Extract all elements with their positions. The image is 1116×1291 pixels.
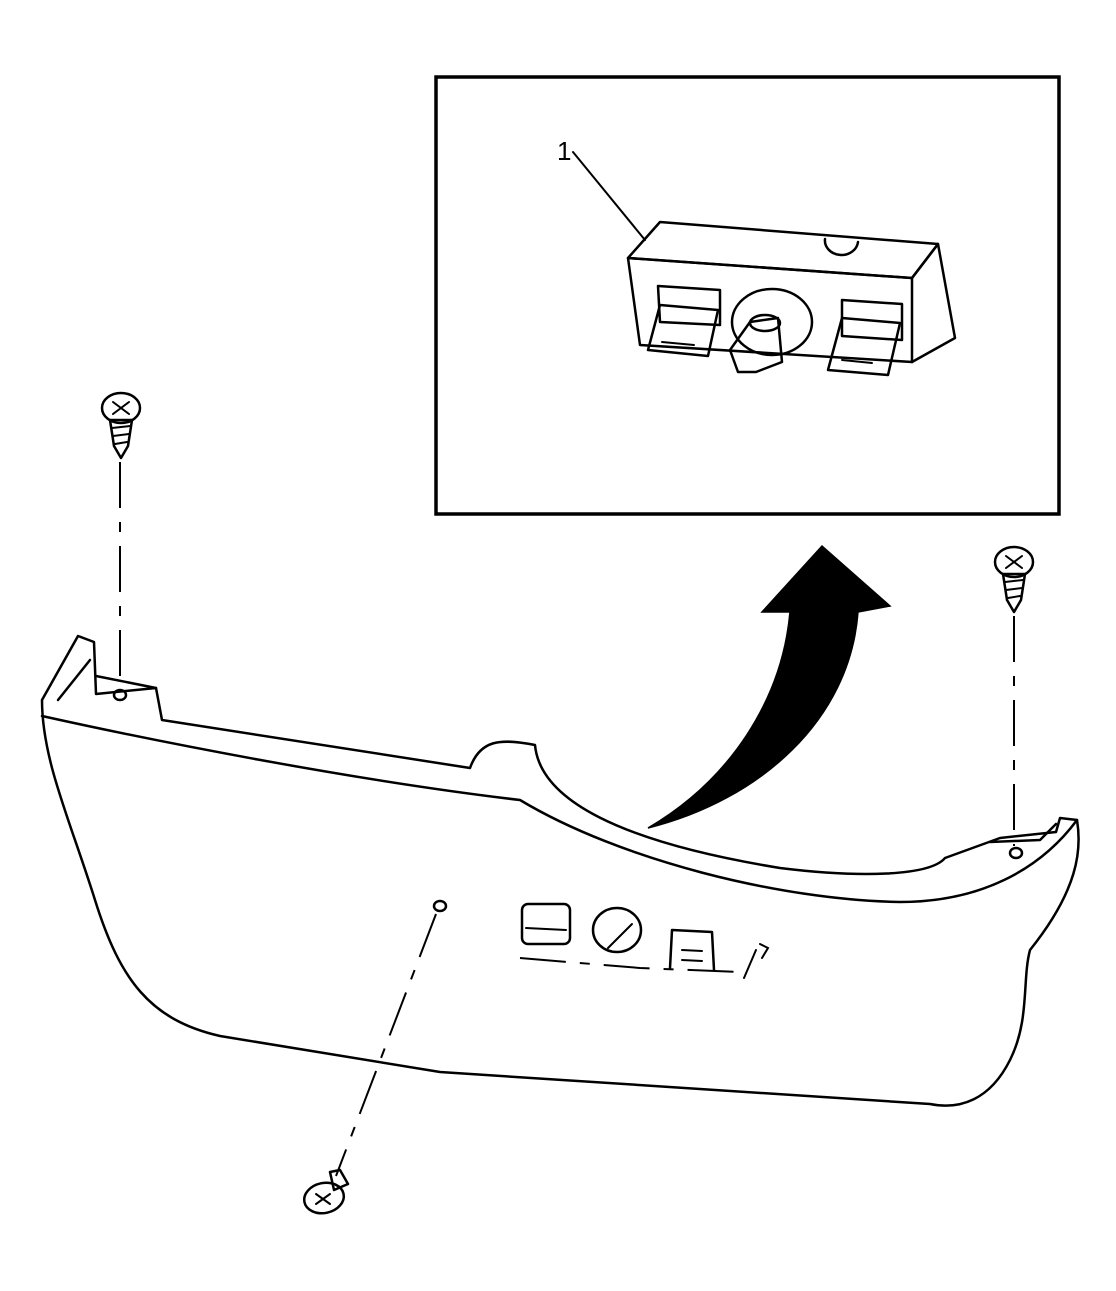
switch-side-face	[910, 242, 957, 364]
phillips-cross-icon	[315, 1193, 331, 1205]
right-switch-opening-line1	[681, 949, 703, 952]
screw-top-left	[100, 391, 142, 460]
screw-thread-top-right	[1001, 572, 1027, 614]
screw-head-bottom	[302, 1181, 346, 1215]
phillips-cross-icon	[112, 401, 130, 415]
detail-inset: 1	[434, 75, 1061, 516]
knob-bezel	[730, 287, 814, 357]
left-screw-hole	[112, 688, 128, 702]
screw-bottom	[302, 1168, 350, 1215]
callout-leader-1	[572, 151, 646, 241]
left-switch-opening	[520, 902, 572, 946]
trim-panel	[40, 634, 1080, 1107]
right-switch-opening	[668, 928, 716, 972]
switch-module	[626, 220, 957, 377]
phillips-cross-icon	[1005, 555, 1023, 569]
left-rocker-mark	[661, 341, 695, 346]
right-rocker-mark	[841, 359, 873, 364]
trim-panel-body	[40, 634, 1080, 1107]
trim-panel-top-edge	[40, 714, 1079, 904]
switch-notch	[823, 237, 860, 257]
front-screw-hole	[432, 899, 448, 913]
opening-edge-mark	[743, 943, 770, 979]
callout-label-1: 1	[557, 136, 571, 166]
right-rocker-switch	[840, 298, 904, 342]
right-screw-hole	[1008, 846, 1024, 860]
knob-opening-line	[607, 923, 633, 949]
left-tab-wall	[56, 658, 92, 702]
left-rocker-paddle	[646, 303, 720, 358]
left-switch-opening-line	[525, 927, 567, 931]
knob-opening	[591, 906, 643, 954]
knob-cap	[748, 313, 782, 333]
removal-arrow	[647, 544, 892, 829]
right-switch-opening-line2	[681, 959, 703, 962]
screw-threads-top-right	[1004, 579, 1024, 599]
switch-openings-hidden-line	[519, 957, 741, 973]
right-rocker-paddle	[826, 316, 902, 377]
right-mounting-tab	[988, 822, 1058, 844]
screw-threads-top-left	[111, 425, 131, 445]
alignment-line-bottom	[335, 913, 437, 1177]
screw-head-top-left	[100, 391, 142, 425]
screw-head-top-right	[993, 545, 1035, 579]
left-mounting-tab	[94, 674, 158, 690]
screw-top-right	[993, 545, 1035, 614]
screw-thread-top-left	[108, 418, 134, 460]
